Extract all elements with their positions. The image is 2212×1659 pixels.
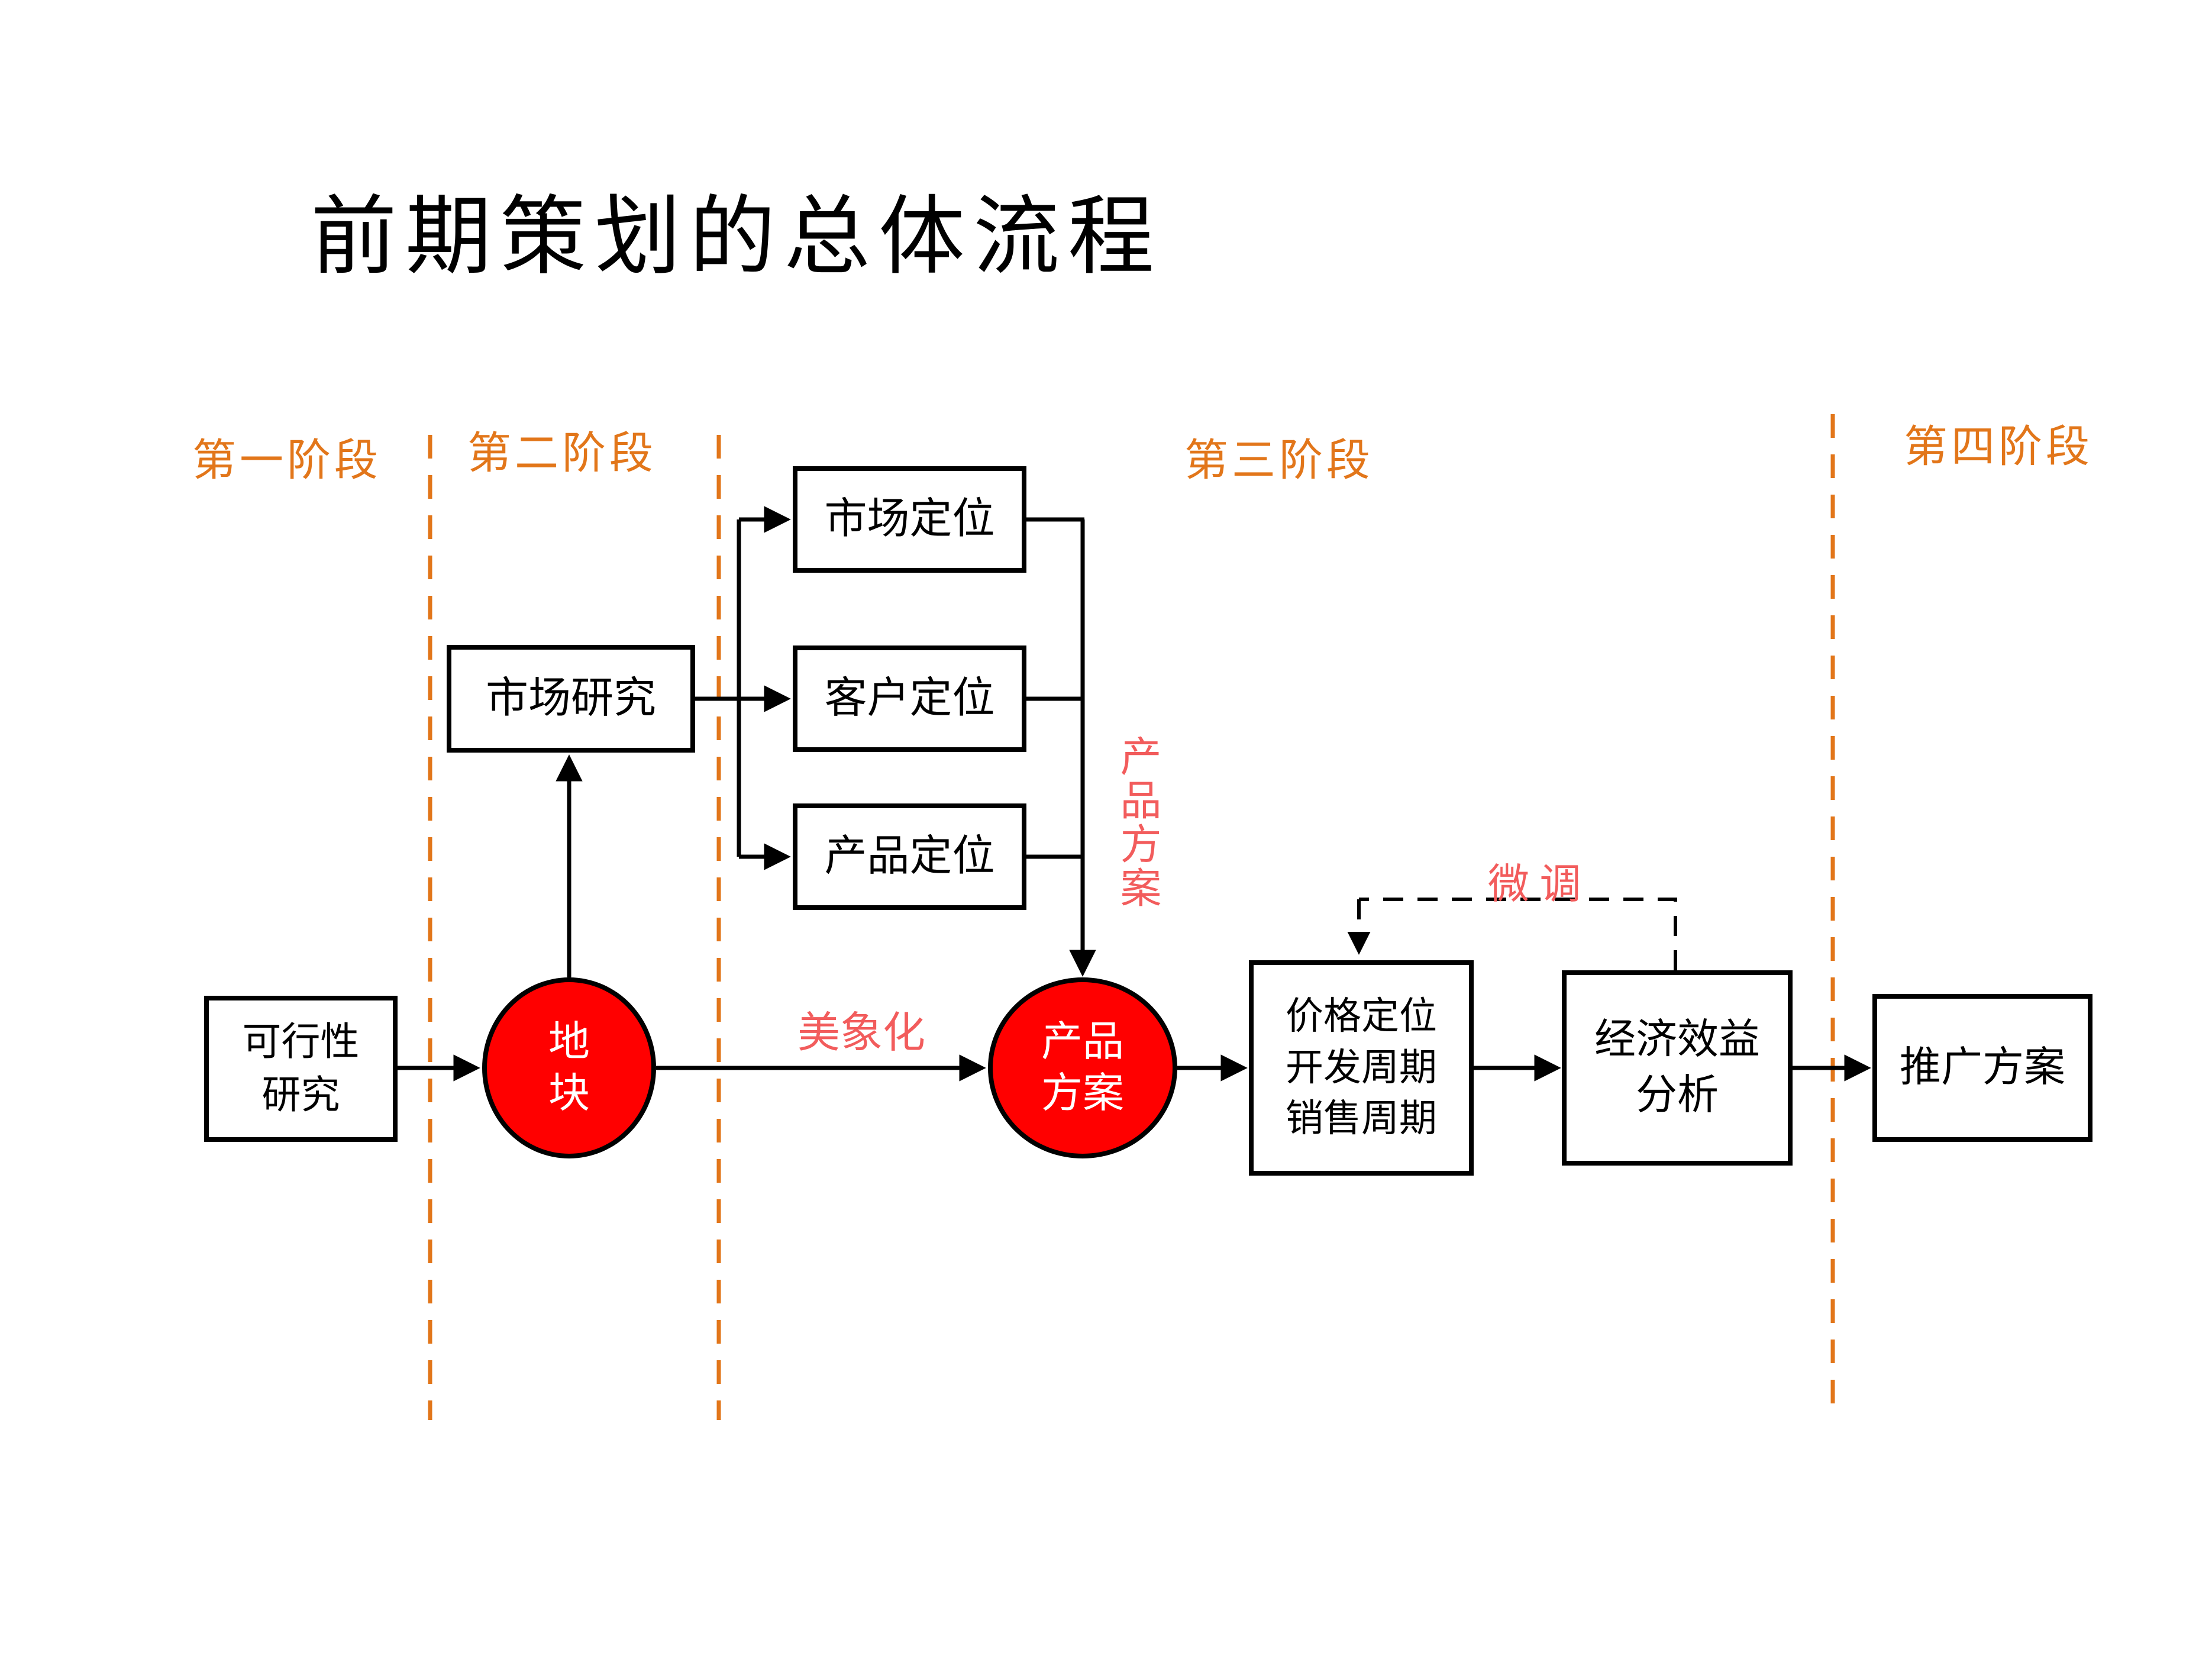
node-customer-positioning-label: 客户定位 [824, 674, 995, 722]
line-feedback-dashed [1359, 898, 1677, 970]
phase-label-3: 第三阶段 [1184, 437, 1374, 485]
node-land-line2: 块 [548, 1071, 590, 1116]
node-economic-line1: 经济效益 [1594, 1016, 1760, 1063]
node-economic-benefit-analysis: 经济效益 分析 [1562, 970, 1793, 1166]
phase-label-1: 第一阶段 [192, 437, 382, 485]
node-promotion-label: 推广方案 [1900, 1044, 2065, 1090]
node-market-positioning: 市场定位 [793, 466, 1026, 573]
phase-label-2: 第二阶段 [467, 430, 657, 478]
node-market-research: 市场研究 [447, 645, 695, 753]
node-land-parcel: 地 块 [482, 977, 656, 1158]
node-product-plan-line1: 产品 [1041, 1019, 1124, 1065]
node-pricing-line2: 开发周期 [1286, 1046, 1437, 1089]
node-pricing-line3: 销售周期 [1286, 1098, 1437, 1140]
annotation-product-plan-vertical: 产品方案 [1114, 735, 1160, 910]
node-economic-line2: 分析 [1636, 1073, 1719, 1118]
node-pricing-cycles: 价格定位 开发周期 销售周期 [1249, 960, 1474, 1176]
node-market-research-label: 市场研究 [485, 674, 656, 722]
node-market-positioning-label: 市场定位 [824, 495, 995, 543]
node-feasibility-line2: 研究 [261, 1073, 340, 1117]
node-product-positioning-label: 产品定位 [824, 832, 995, 880]
page-title: 前期策划的总体流程 [311, 189, 1162, 285]
annotation-fine-tuning: 微 调 [1488, 862, 1581, 908]
node-pricing-line1: 价格定位 [1286, 995, 1437, 1038]
node-customer-positioning: 客户定位 [793, 645, 1026, 752]
node-land-line1: 地 [548, 1019, 590, 1065]
node-product-plan-line2: 方案 [1041, 1071, 1124, 1116]
annotation-beautification: 美象化 [797, 1009, 926, 1057]
node-product-positioning: 产品定位 [793, 803, 1026, 910]
node-product-plan: 产品 方案 [988, 977, 1177, 1158]
phase-label-4: 第四阶段 [1904, 423, 2093, 472]
node-promotion-plan: 推广方案 [1872, 994, 2092, 1142]
node-feasibility-study: 可行性 研究 [204, 996, 398, 1142]
node-feasibility-line1: 可行性 [242, 1021, 360, 1064]
